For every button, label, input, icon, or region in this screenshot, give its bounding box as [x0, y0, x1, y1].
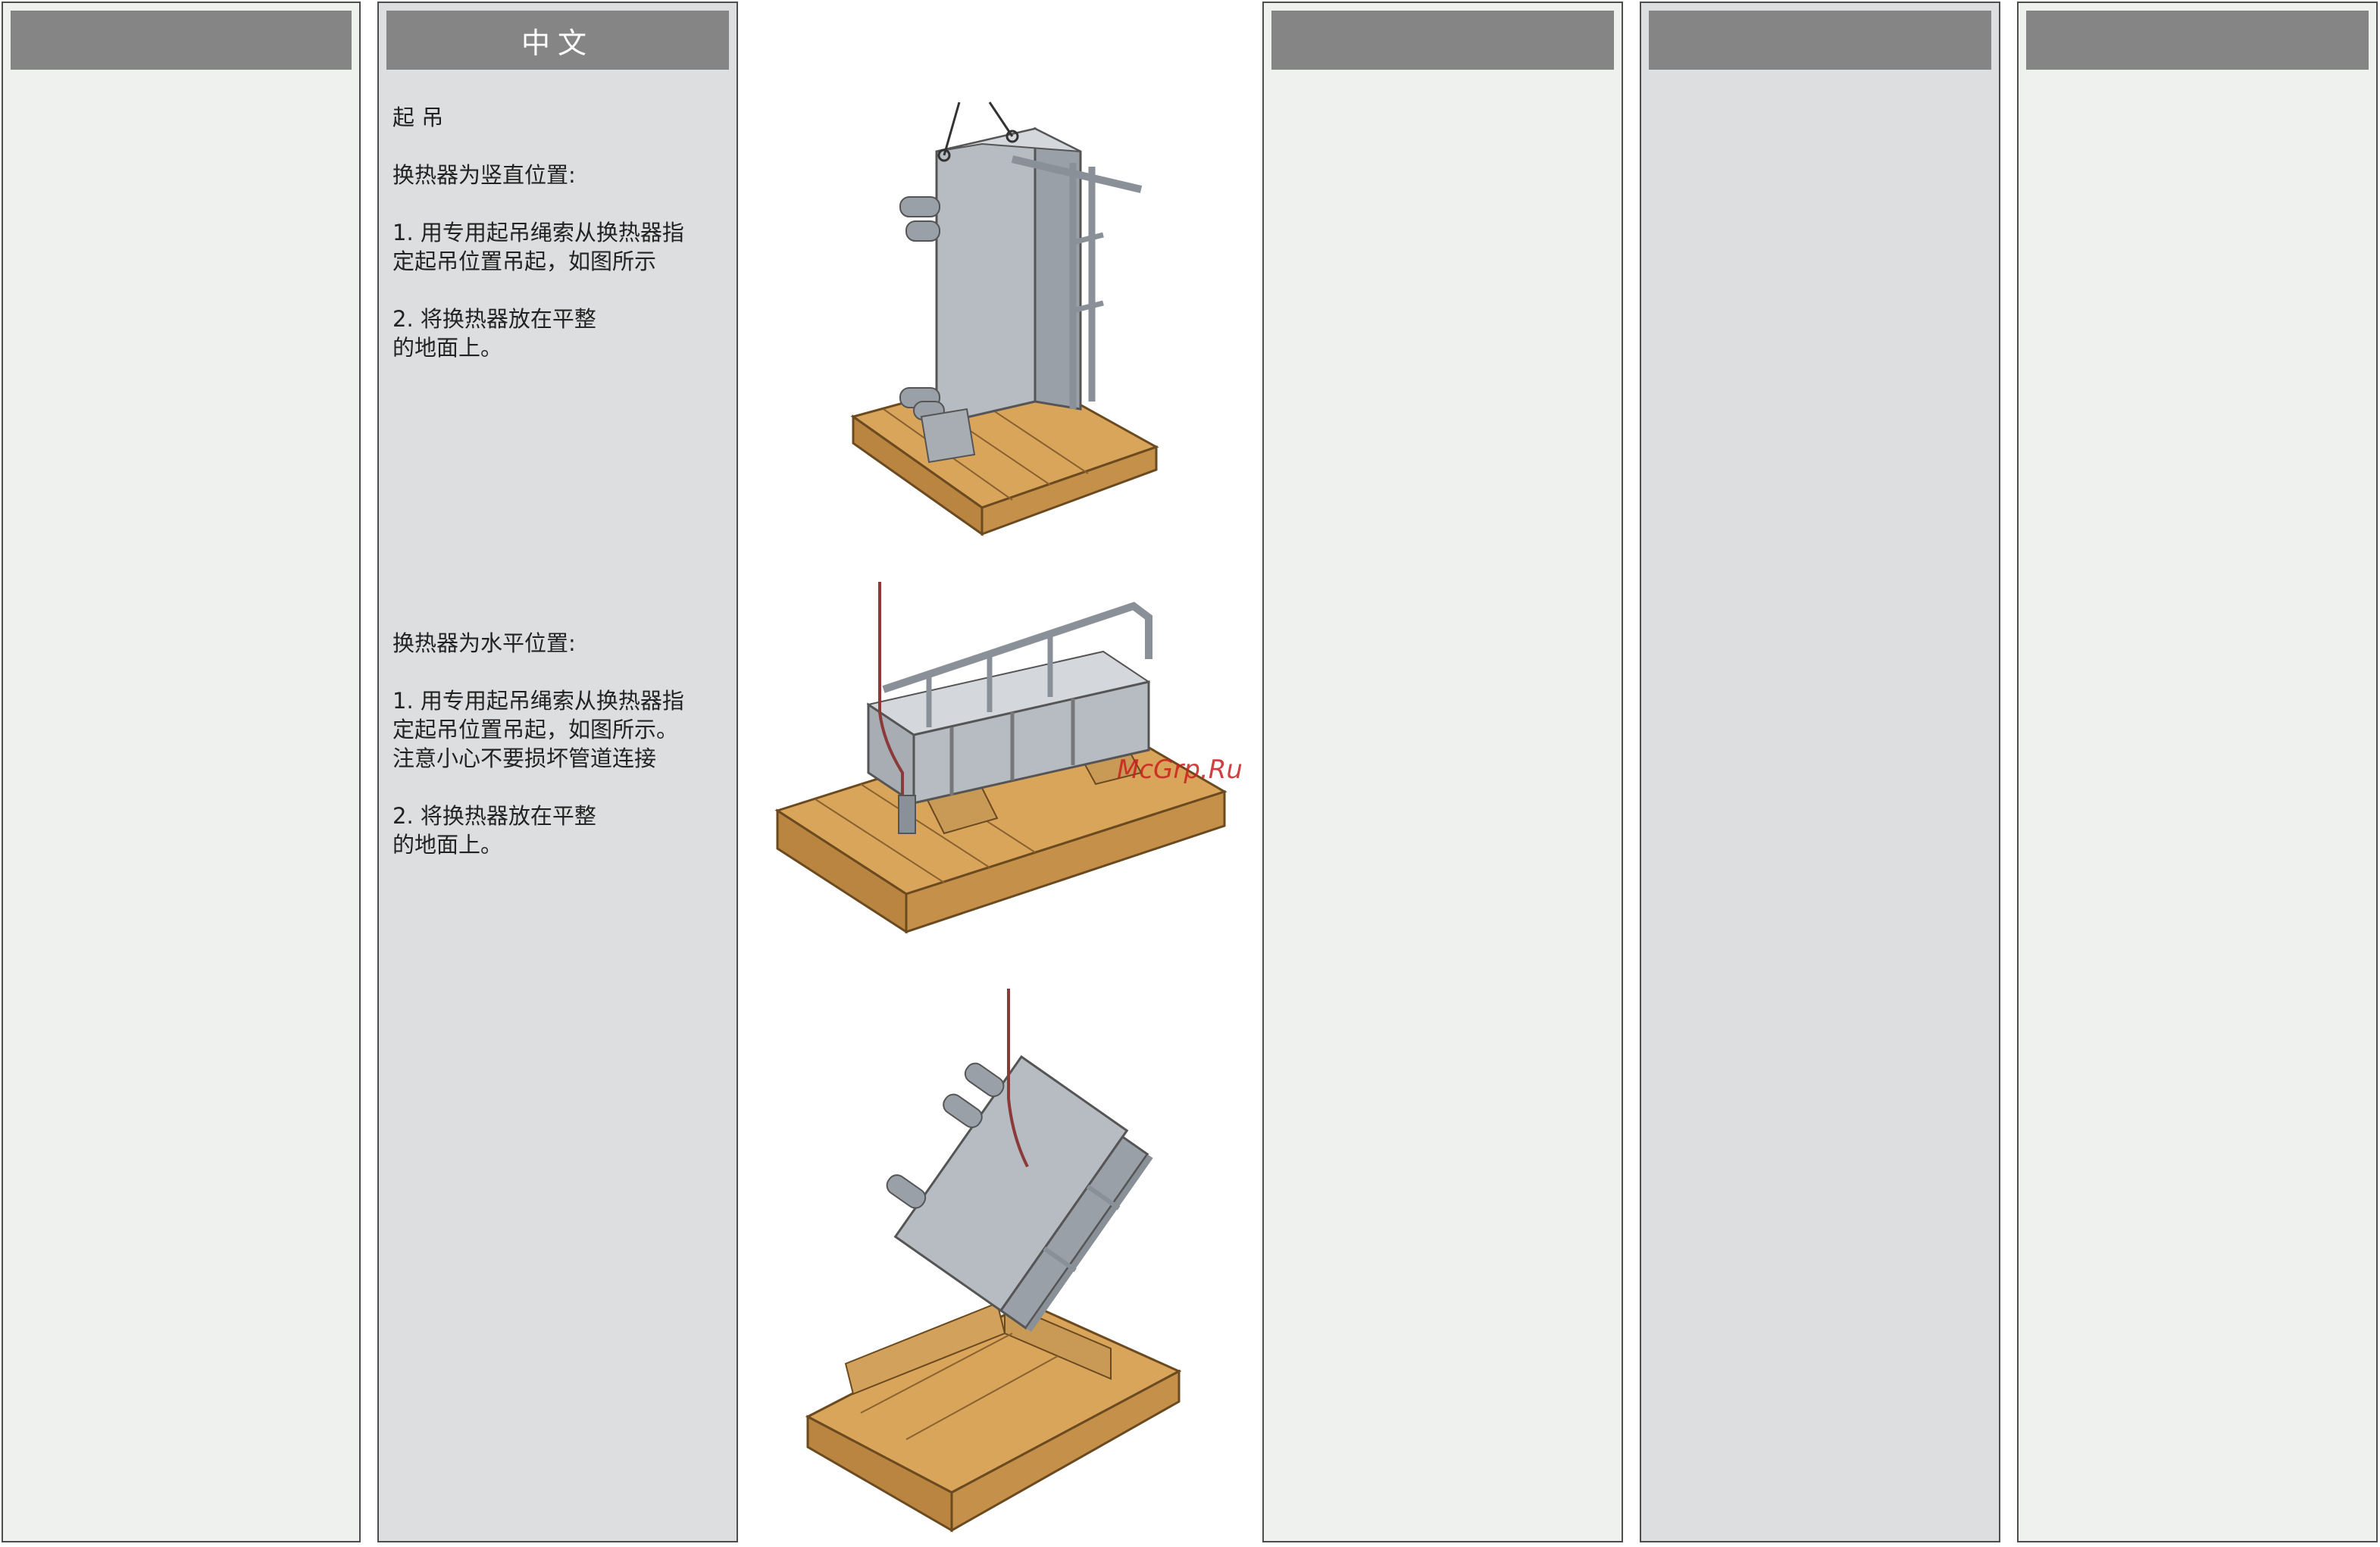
column-3 [1262, 2, 1623, 1542]
column-1-header [11, 11, 352, 70]
column-3-header [1271, 11, 1614, 70]
column-4-header [1649, 11, 1991, 70]
illustration-area: McGrp.Ru [740, 0, 1262, 1547]
column-5-header [2026, 11, 2369, 70]
watermark: McGrp.Ru [1117, 755, 1243, 785]
column-4 [1640, 2, 2000, 1542]
horizontal-position-instructions: 换热器为水平位置: 1. 用专用起吊绳索从换热器指 定起吊位置吊起，如图所示。 … [392, 629, 726, 859]
section-title: 起 吊 [392, 103, 726, 132]
lifting-exchanger-illustration [800, 985, 1194, 1545]
column-1 [2, 2, 361, 1542]
column-chinese: 中文 起 吊 换热器为竖直位置: 1. 用专用起吊绳索从换热器指 定起吊位置吊起… [377, 2, 738, 1542]
column-chinese-header: 中文 [386, 11, 729, 70]
vertical-position-instructions: 换热器为竖直位置: 1. 用专用起吊绳索从换热器指 定起吊位置吊起，如图所示 2… [392, 161, 726, 362]
column-5 [2017, 2, 2378, 1542]
vertical-exchanger-illustration [830, 91, 1164, 538]
